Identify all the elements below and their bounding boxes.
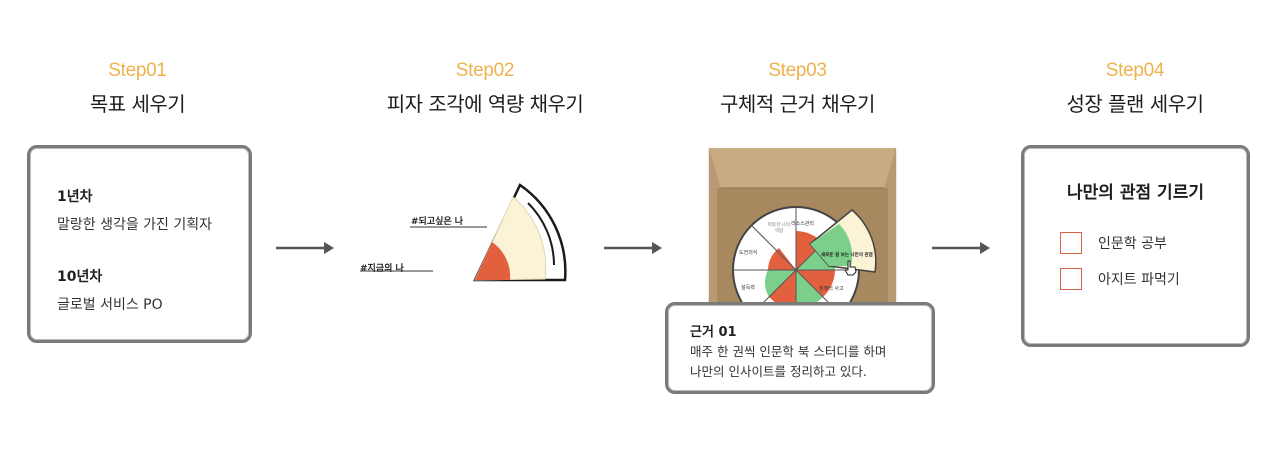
arrow-icon: [276, 242, 334, 254]
plan-item[interactable]: 아지트 파먹기: [1060, 268, 1180, 290]
segment-label: 도전의식: [739, 250, 758, 256]
checkbox[interactable]: [1060, 268, 1082, 290]
goal-card: 1년차 말랑한 생각을 가진 기획자 10년차 글로벌 서비스 PO: [27, 145, 252, 343]
year1-text: 말랑한 생각을 가진 기획자: [57, 217, 213, 233]
year10-text: 글로벌 서비스 PO: [57, 297, 163, 313]
pointer-hand-icon: [844, 260, 857, 276]
segment-label: 설득력: [741, 285, 755, 291]
segment-label: 컴퓨터 사고: [819, 286, 844, 292]
step-01-header: Step01 목표 세우기: [40, 60, 235, 117]
step-number: Step04: [1105, 60, 1165, 81]
segment-label: 새로운 걸 보는 나만의 관점: [821, 253, 873, 258]
evidence-card: 근거 01 매주 한 권씩 인문학 북 스터디를 하며 나만의 인사이트를 정리…: [665, 302, 935, 394]
step-number: Step03: [768, 60, 827, 81]
evidence-line2: 나만의 인사이트를 정리하고 있다.: [690, 364, 867, 379]
plan-item[interactable]: 인문학 공부: [1060, 232, 1167, 254]
step-02-header: Step02 피자 조각에 역량 채우기: [335, 60, 635, 117]
year1-label: 1년차: [57, 189, 93, 205]
plan-title: 나만의 관점 기르기: [1067, 183, 1204, 203]
step-title: 피자 조각에 역량 채우기: [386, 92, 584, 116]
step-title: 구체적 근거 채우기: [720, 92, 875, 116]
step-04-header: Step04 성장 플랜 세우기: [1020, 60, 1250, 117]
goal-self-label: #되고싶은 나: [411, 217, 464, 227]
step-number: Step01: [108, 60, 167, 81]
segment-label: 따뜻한 나의 역량: [767, 223, 791, 234]
step-number: Step02: [455, 60, 515, 81]
segment-label: 리소스관리: [791, 221, 815, 227]
plan-item-label: 아지트 파먹기: [1098, 272, 1180, 288]
current-self-label: #지금의 나: [360, 264, 404, 274]
evidence-line1: 매주 한 권씩 인문학 북 스터디를 하며: [690, 344, 887, 359]
step-03-header: Step03 구체적 근거 채우기: [660, 60, 935, 117]
step-title: 성장 플랜 세우기: [1066, 92, 1204, 116]
checkbox[interactable]: [1060, 232, 1082, 254]
year10-label: 10년차: [57, 269, 103, 285]
pizza-box-illustration: 리소스관리 새로운 걸 보는 나만의 관점 컴퓨터 사고 설득력 도전의식 따뜻…: [709, 148, 896, 308]
pizza-slice-illustration: [360, 183, 567, 282]
step-title: 목표 세우기: [89, 92, 186, 116]
plan-item-label: 인문학 공부: [1098, 236, 1167, 252]
growth-plan-card: 나만의 관점 기르기 인문학 공부 아지트 파먹기: [1021, 145, 1250, 347]
arrow-icon: [604, 242, 662, 254]
evidence-title: 근거 01: [690, 325, 737, 340]
arrow-icon: [932, 242, 990, 254]
